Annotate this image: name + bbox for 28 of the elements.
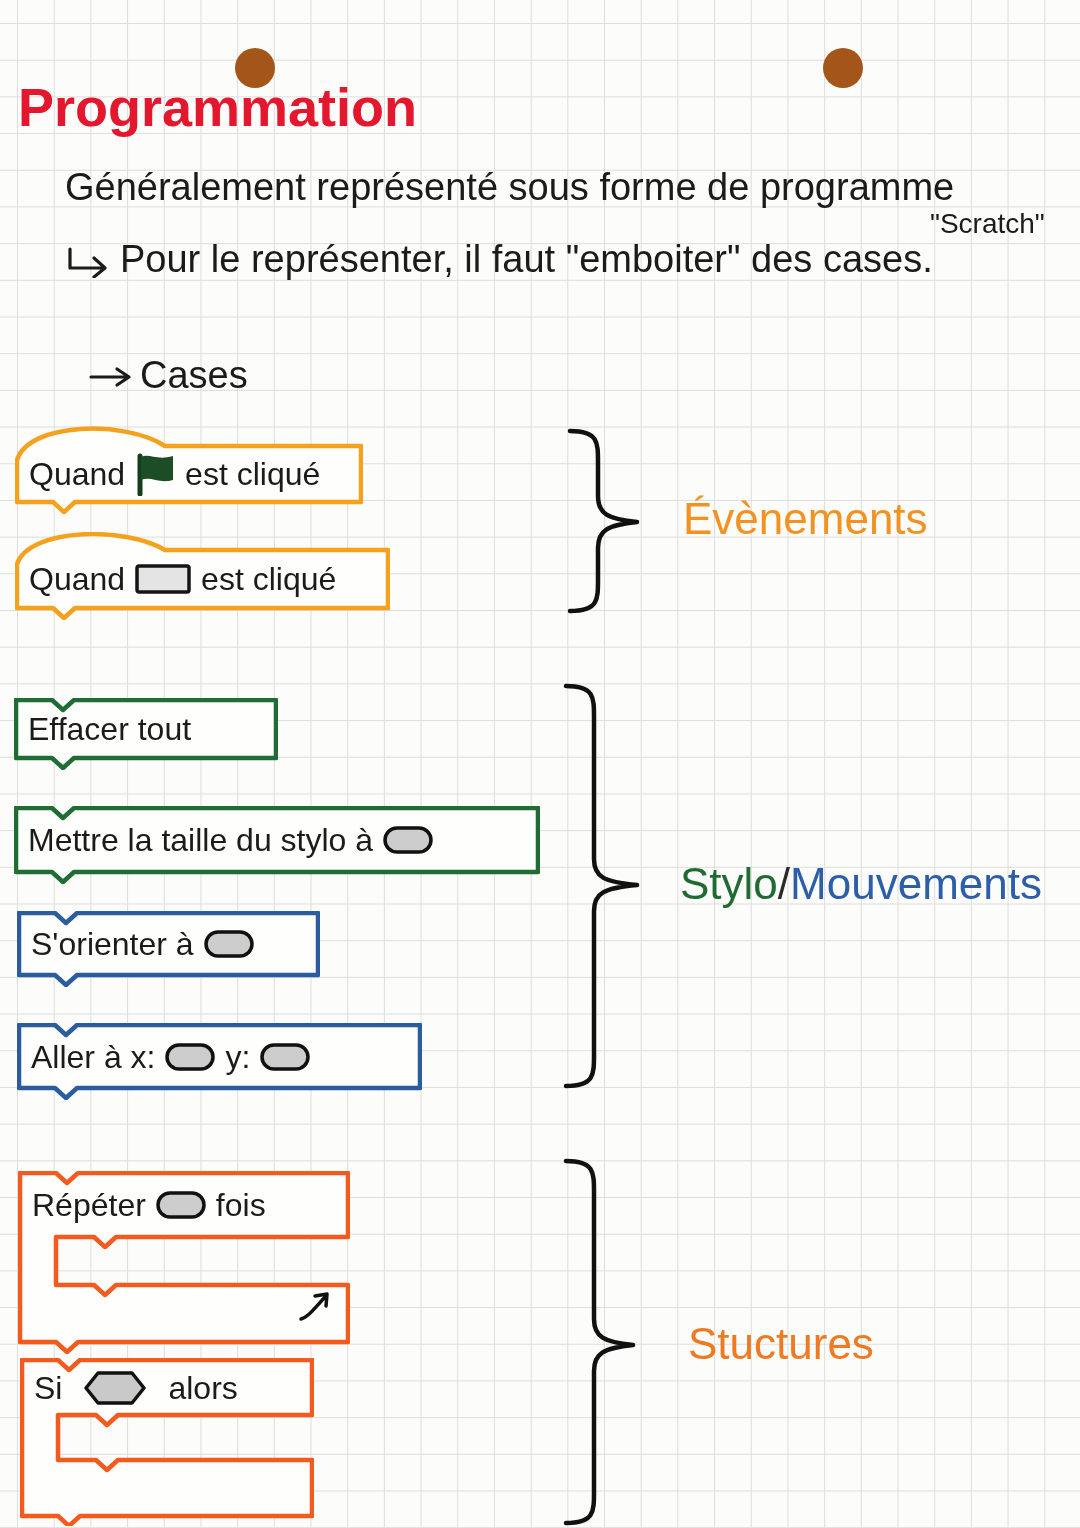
command-block — [17, 911, 320, 987]
hat-block — [15, 532, 390, 620]
note-text: Généralement représenté sous forme de programme — [65, 168, 955, 206]
block-label: Quand — [29, 458, 126, 490]
block-label: Quand — [29, 563, 126, 595]
category-label: Stuctures — [688, 1322, 874, 1366]
block-label: Effacer tout — [28, 713, 192, 745]
c-block — [20, 1358, 314, 1526]
command-block — [14, 806, 540, 884]
block-label: Répéter — [32, 1189, 146, 1221]
category-label: Évènements — [683, 497, 928, 541]
note-text: "Scratch" — [930, 210, 1045, 238]
block-label: alors — [168, 1371, 238, 1404]
block-label: Mettre la taille du stylo à — [28, 824, 374, 856]
c-block — [18, 1171, 350, 1354]
block-label: y: — [225, 1040, 251, 1073]
category-label: Stylo/Mouvements — [680, 862, 1042, 906]
block-label: est cliqué — [201, 563, 337, 595]
block-label: Aller à x: — [31, 1040, 156, 1073]
note-text: Cases — [140, 356, 248, 394]
block-label: Si — [34, 1371, 63, 1404]
block-label: S'orienter à — [31, 928, 194, 960]
block-label: est cliqué — [185, 458, 321, 490]
command-block — [14, 698, 278, 770]
command-block — [17, 1023, 422, 1100]
hat-block — [15, 426, 363, 514]
note-text: Pour le représenter, il faut "emboiter" des cases. — [120, 240, 933, 278]
block-label: fois — [215, 1189, 266, 1221]
